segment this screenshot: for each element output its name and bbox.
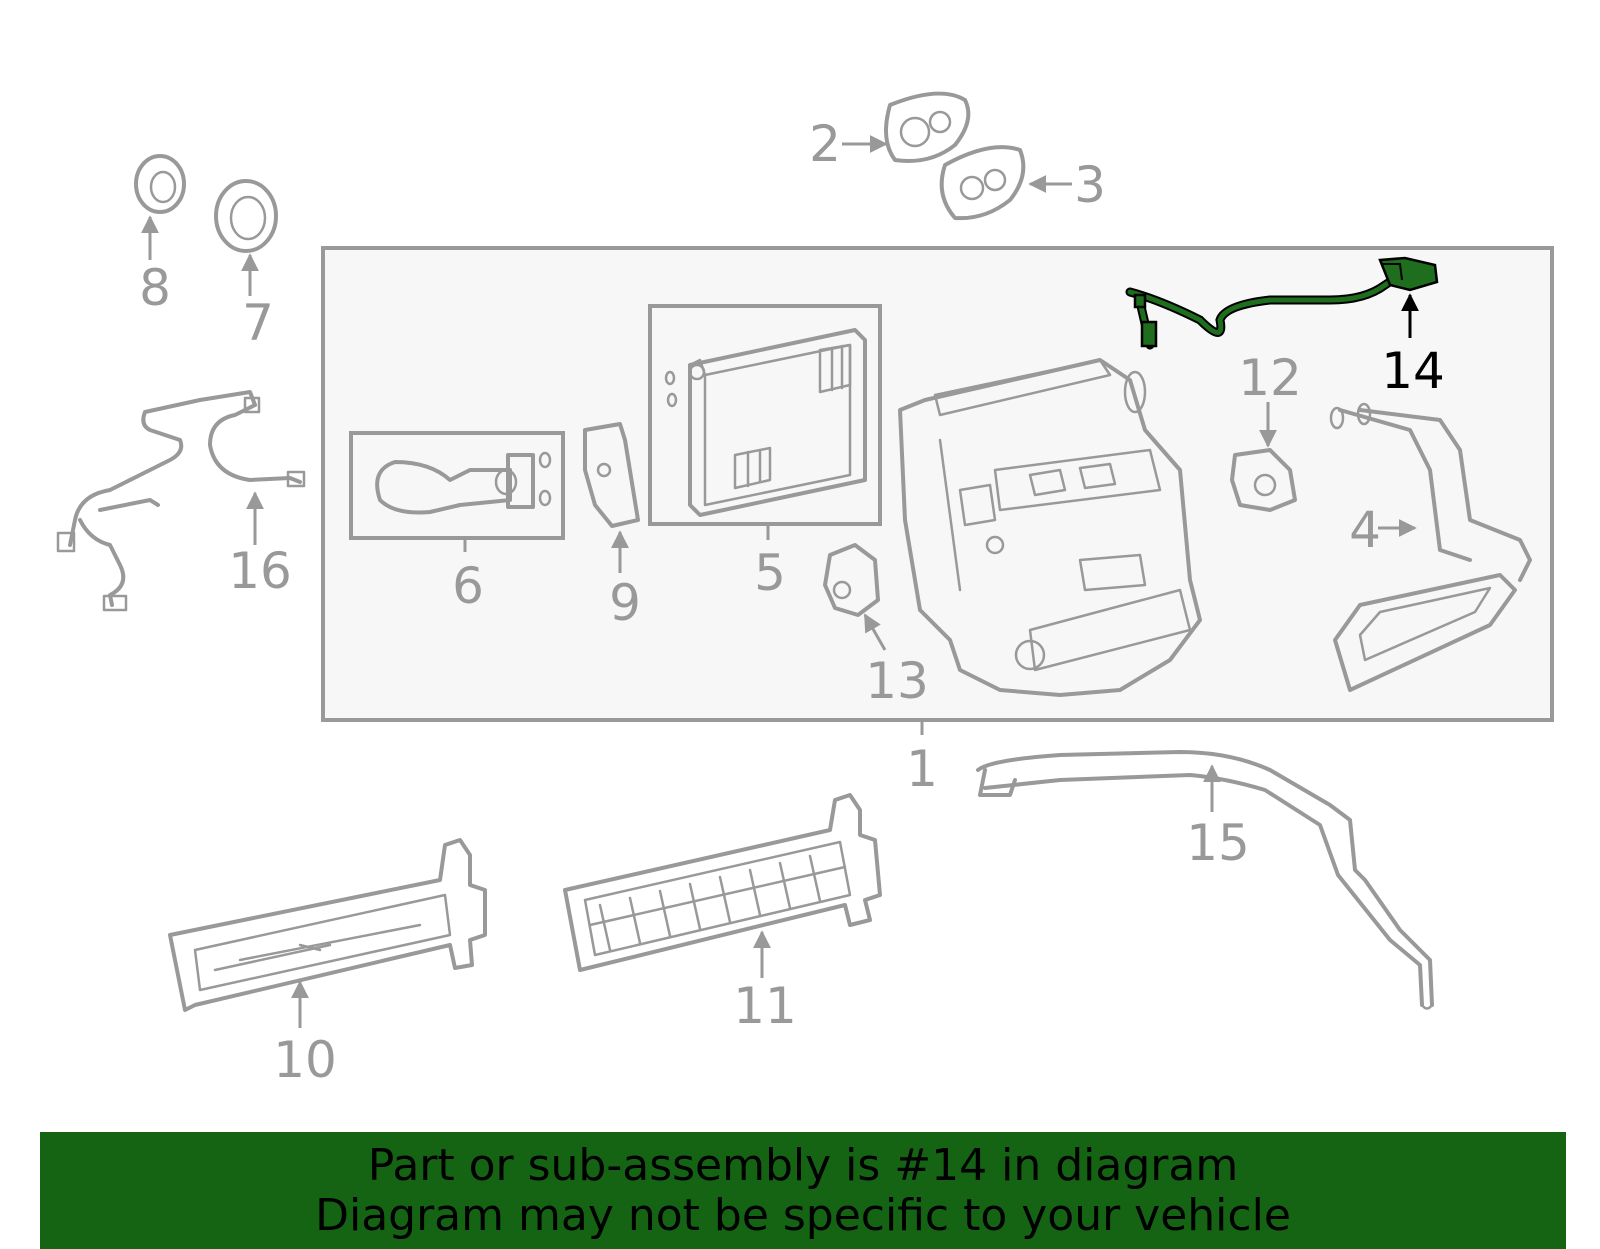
part-5-evaporator[interactable] — [664, 328, 867, 517]
part-9-bracket[interactable] — [583, 422, 640, 528]
part-11-ptc-heater[interactable] — [563, 793, 882, 972]
callout-15: 15 — [1186, 814, 1250, 872]
callout-13: 13 — [865, 652, 929, 710]
part-16-harness[interactable] — [56, 390, 306, 612]
callout-1: 1 — [906, 740, 938, 798]
info-banner: Part or sub-assembly is #14 in diagram D… — [40, 1132, 1566, 1249]
callout-14: 14 — [1381, 342, 1445, 400]
callout-5: 5 — [754, 544, 786, 602]
callout-12: 12 — [1238, 349, 1302, 407]
part-14-harness-highlighted[interactable] — [1125, 256, 1439, 350]
callout-6: 6 — [452, 557, 484, 615]
callout-9: 9 — [609, 574, 641, 632]
part-7-seal[interactable] — [214, 179, 278, 253]
part-8-grommet[interactable] — [134, 154, 186, 214]
part-6-box — [349, 431, 565, 540]
part-3-grommet[interactable] — [939, 145, 1026, 221]
callout-4: 4 — [1349, 501, 1381, 559]
banner-line-2: Diagram may not be specific to your vehi… — [315, 1189, 1291, 1241]
part-15-hose[interactable] — [976, 750, 1434, 1010]
callout-7: 7 — [242, 294, 274, 352]
part-4-heater-core[interactable] — [1329, 402, 1532, 692]
callout-2: 2 — [809, 115, 841, 173]
callout-8: 8 — [139, 259, 171, 317]
heater-case[interactable] — [898, 358, 1202, 697]
callout-10: 10 — [273, 1031, 337, 1089]
part-5-box — [648, 304, 882, 526]
callout-3: 3 — [1074, 156, 1106, 214]
part-13-actuator[interactable] — [823, 543, 880, 617]
banner-line-1: Part or sub-assembly is #14 in diagram — [367, 1139, 1239, 1191]
callout-16: 16 — [228, 542, 292, 600]
part-12-actuator[interactable] — [1230, 448, 1297, 512]
part-10-ptc-heater[interactable] — [168, 838, 487, 1012]
part-2-grommet[interactable] — [884, 91, 971, 163]
part-6-expansion-block[interactable] — [375, 451, 552, 515]
callout-11: 11 — [733, 977, 797, 1035]
assembly-box — [321, 246, 1554, 722]
